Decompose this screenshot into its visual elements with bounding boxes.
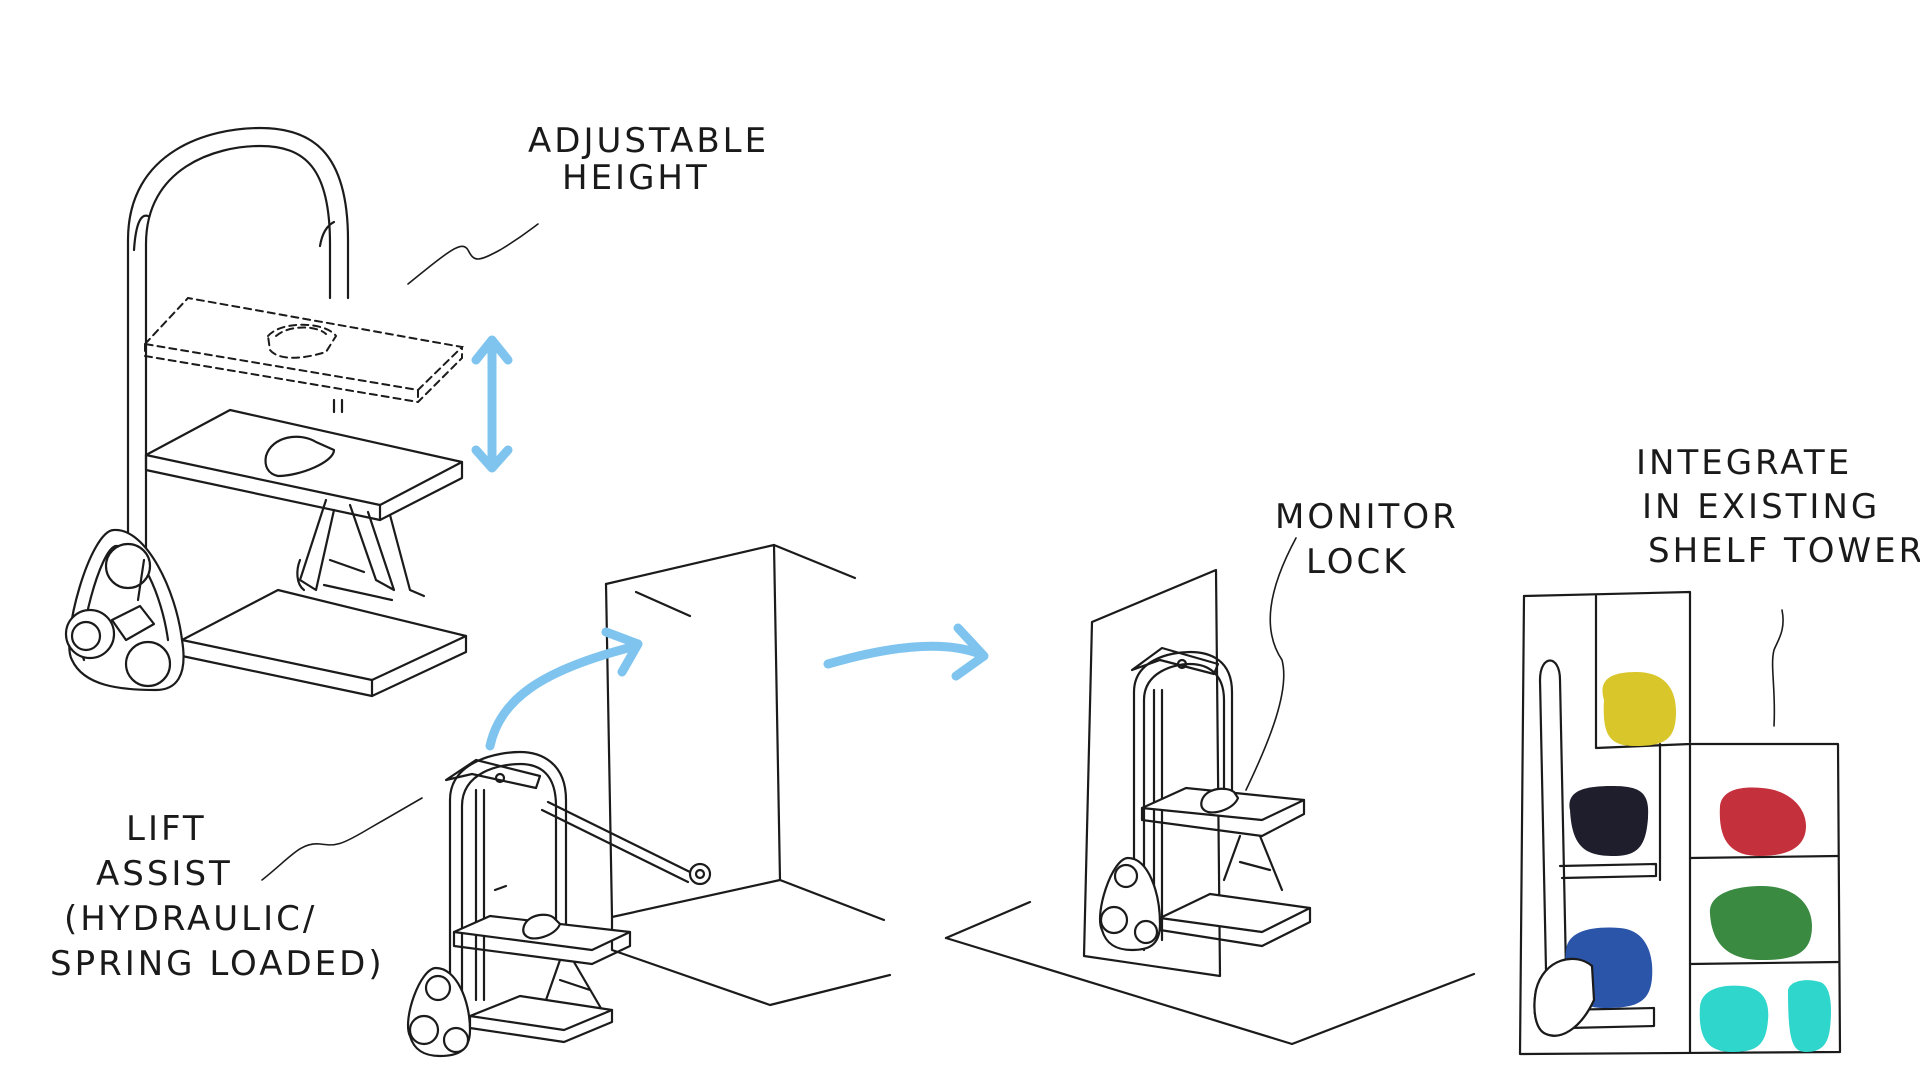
label-integrate: INTEGRATE IN EXISTING SHELF TOWER [1636, 443, 1920, 571]
svg-text:SPRING LOADED): SPRING LOADED) [50, 944, 385, 984]
shelf-bottom [182, 590, 466, 696]
item-black [1569, 786, 1648, 856]
wheel-assembly [66, 530, 184, 690]
label-lift-assist: LIFT ASSIST (HYDRAULIC/ SPRING LOADED) [50, 809, 385, 984]
svg-text:INTEGRATE: INTEGRATE [1636, 443, 1852, 483]
label-adjustable-height: ADJUSTABLE HEIGHT [528, 121, 769, 198]
leader-adjustable-height [408, 224, 538, 284]
svg-text:ADJUSTABLE: ADJUSTABLE [528, 121, 769, 161]
item-green [1710, 886, 1812, 960]
svg-text:LOCK: LOCK [1306, 542, 1409, 582]
label-monitor-lock: MONITOR LOCK [1275, 497, 1459, 582]
svg-text:ASSIST: ASSIST [96, 854, 233, 894]
svg-text:HEIGHT: HEIGHT [562, 158, 710, 198]
svg-text:(HYDRAULIC/: (HYDRAULIC/ [64, 899, 317, 939]
cart-small-handle [450, 752, 566, 1010]
wall-scene-monitor-lock [946, 570, 1474, 1044]
cart-small [408, 752, 630, 1056]
leader-lift-assist [262, 798, 422, 880]
shelf-raised-dashed [145, 298, 462, 402]
leader-integrate [1773, 610, 1783, 726]
cart-large [66, 128, 466, 696]
shelf-tower [1520, 592, 1840, 1054]
arrow-cart-to-wall [490, 632, 638, 746]
item-cyan-1 [1700, 986, 1769, 1052]
svg-text:MONITOR: MONITOR [1275, 497, 1459, 537]
item-red [1720, 788, 1806, 856]
height-adjust-arrow [476, 340, 508, 468]
item-cyan-2 [1788, 980, 1831, 1052]
arrow-to-monitor-lock [828, 628, 984, 676]
svg-text:LIFT: LIFT [126, 809, 207, 849]
shelf-middle [146, 410, 462, 520]
leader-monitor-lock [1246, 538, 1296, 790]
cart-handle [128, 128, 348, 570]
svg-text:IN EXISTING: IN EXISTING [1642, 487, 1880, 527]
svg-text:SHELF TOWER: SHELF TOWER [1648, 531, 1920, 571]
item-yellow [1602, 672, 1676, 746]
